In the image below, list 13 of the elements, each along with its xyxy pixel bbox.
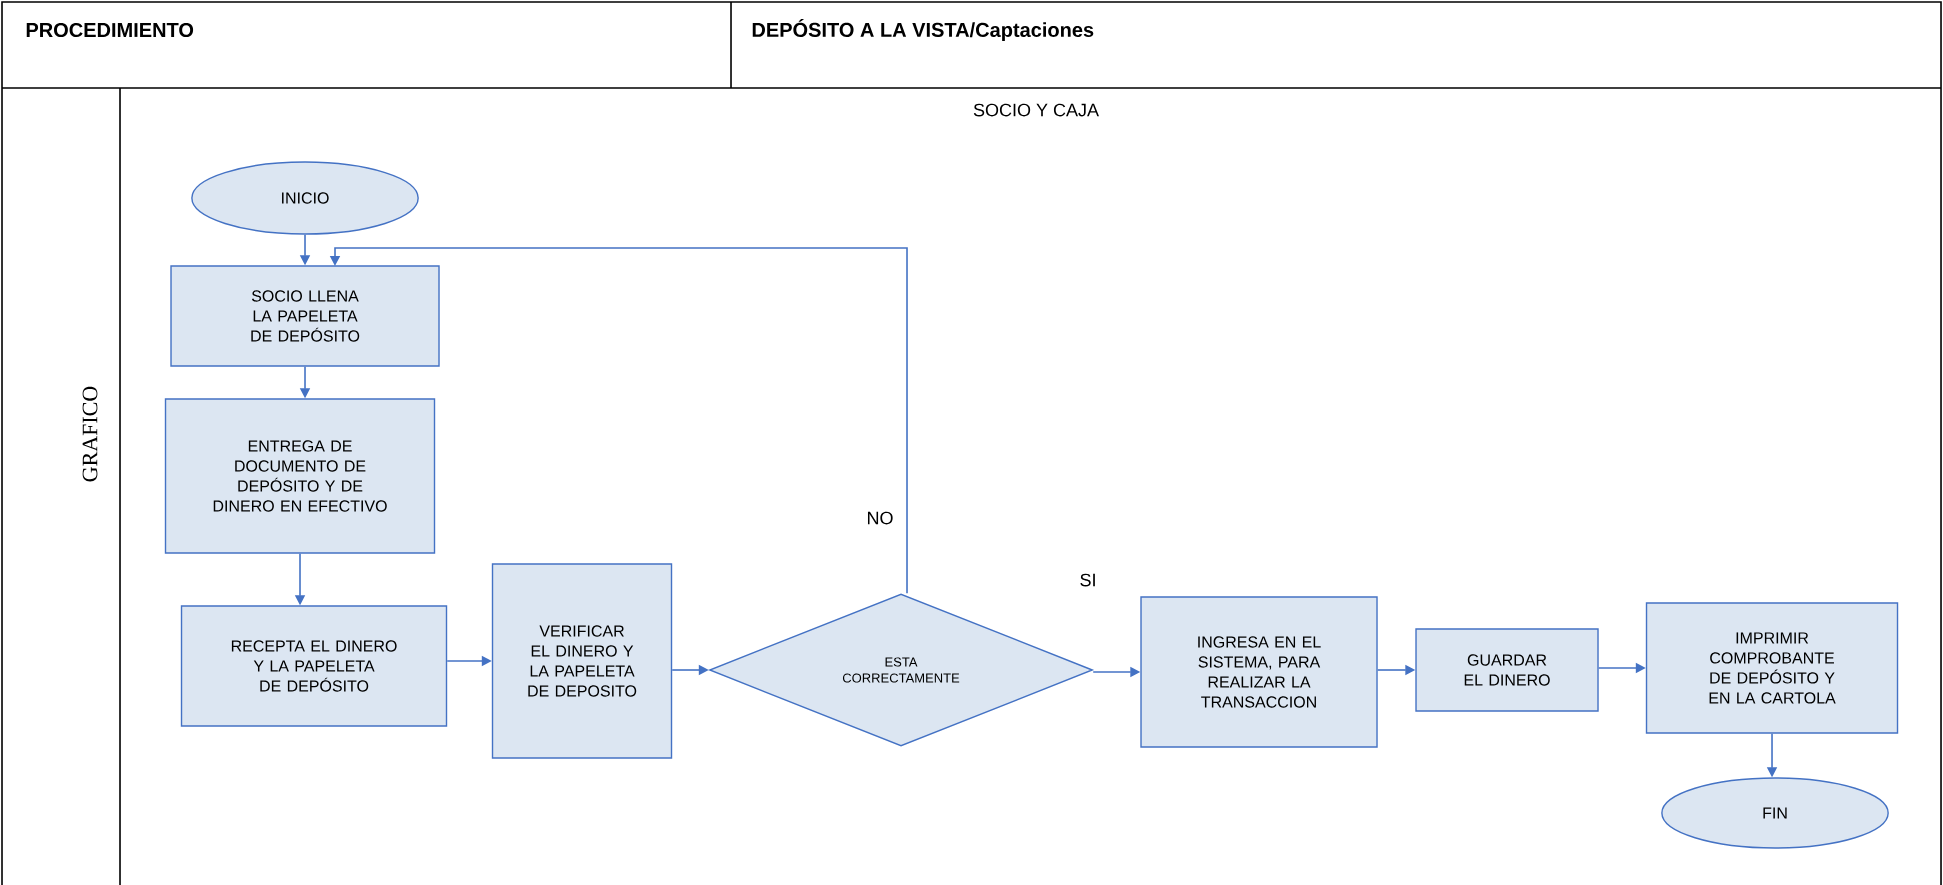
process-box: RECEPTA EL DINERO Y LA PAPELETA DE DEPÓSITO	[180, 605, 448, 727]
header-cell-text: PROCEDIMIENTO	[26, 22, 194, 38]
header-cell-text: DEPÓSITO A LA VISTA/Captaciones	[752, 19, 1094, 41]
edge-label: NO	[864, 509, 896, 527]
process-box: GUARDAR EL DINERO	[1415, 628, 1599, 712]
process-box: INGRESA EN EL SISTEMA, PARA REALIZAR LA TRANSACCION	[1140, 596, 1378, 748]
process-box: ENTREGA DE DOCUMENTO DE DEPÓSITO Y DE DINERO EN EFECTIVO	[164, 398, 436, 554]
lane-title: SOCIO Y CAJA	[973, 103, 1099, 117]
process-box: IMPRIMIR COMPROBANTE DE DEPÓSITO Y EN LA CARTOLA	[1645, 602, 1899, 734]
row-label: GRAFICO	[82, 386, 98, 482]
process-box: SOCIO LLENA LA PAPELETA DE DEPÓSITO	[170, 265, 440, 367]
process-box: VERIFICAR EL DINERO Y LA PAPELETA DE DEPOSITO	[491, 563, 673, 759]
edge-label: SI	[1077, 571, 1099, 589]
